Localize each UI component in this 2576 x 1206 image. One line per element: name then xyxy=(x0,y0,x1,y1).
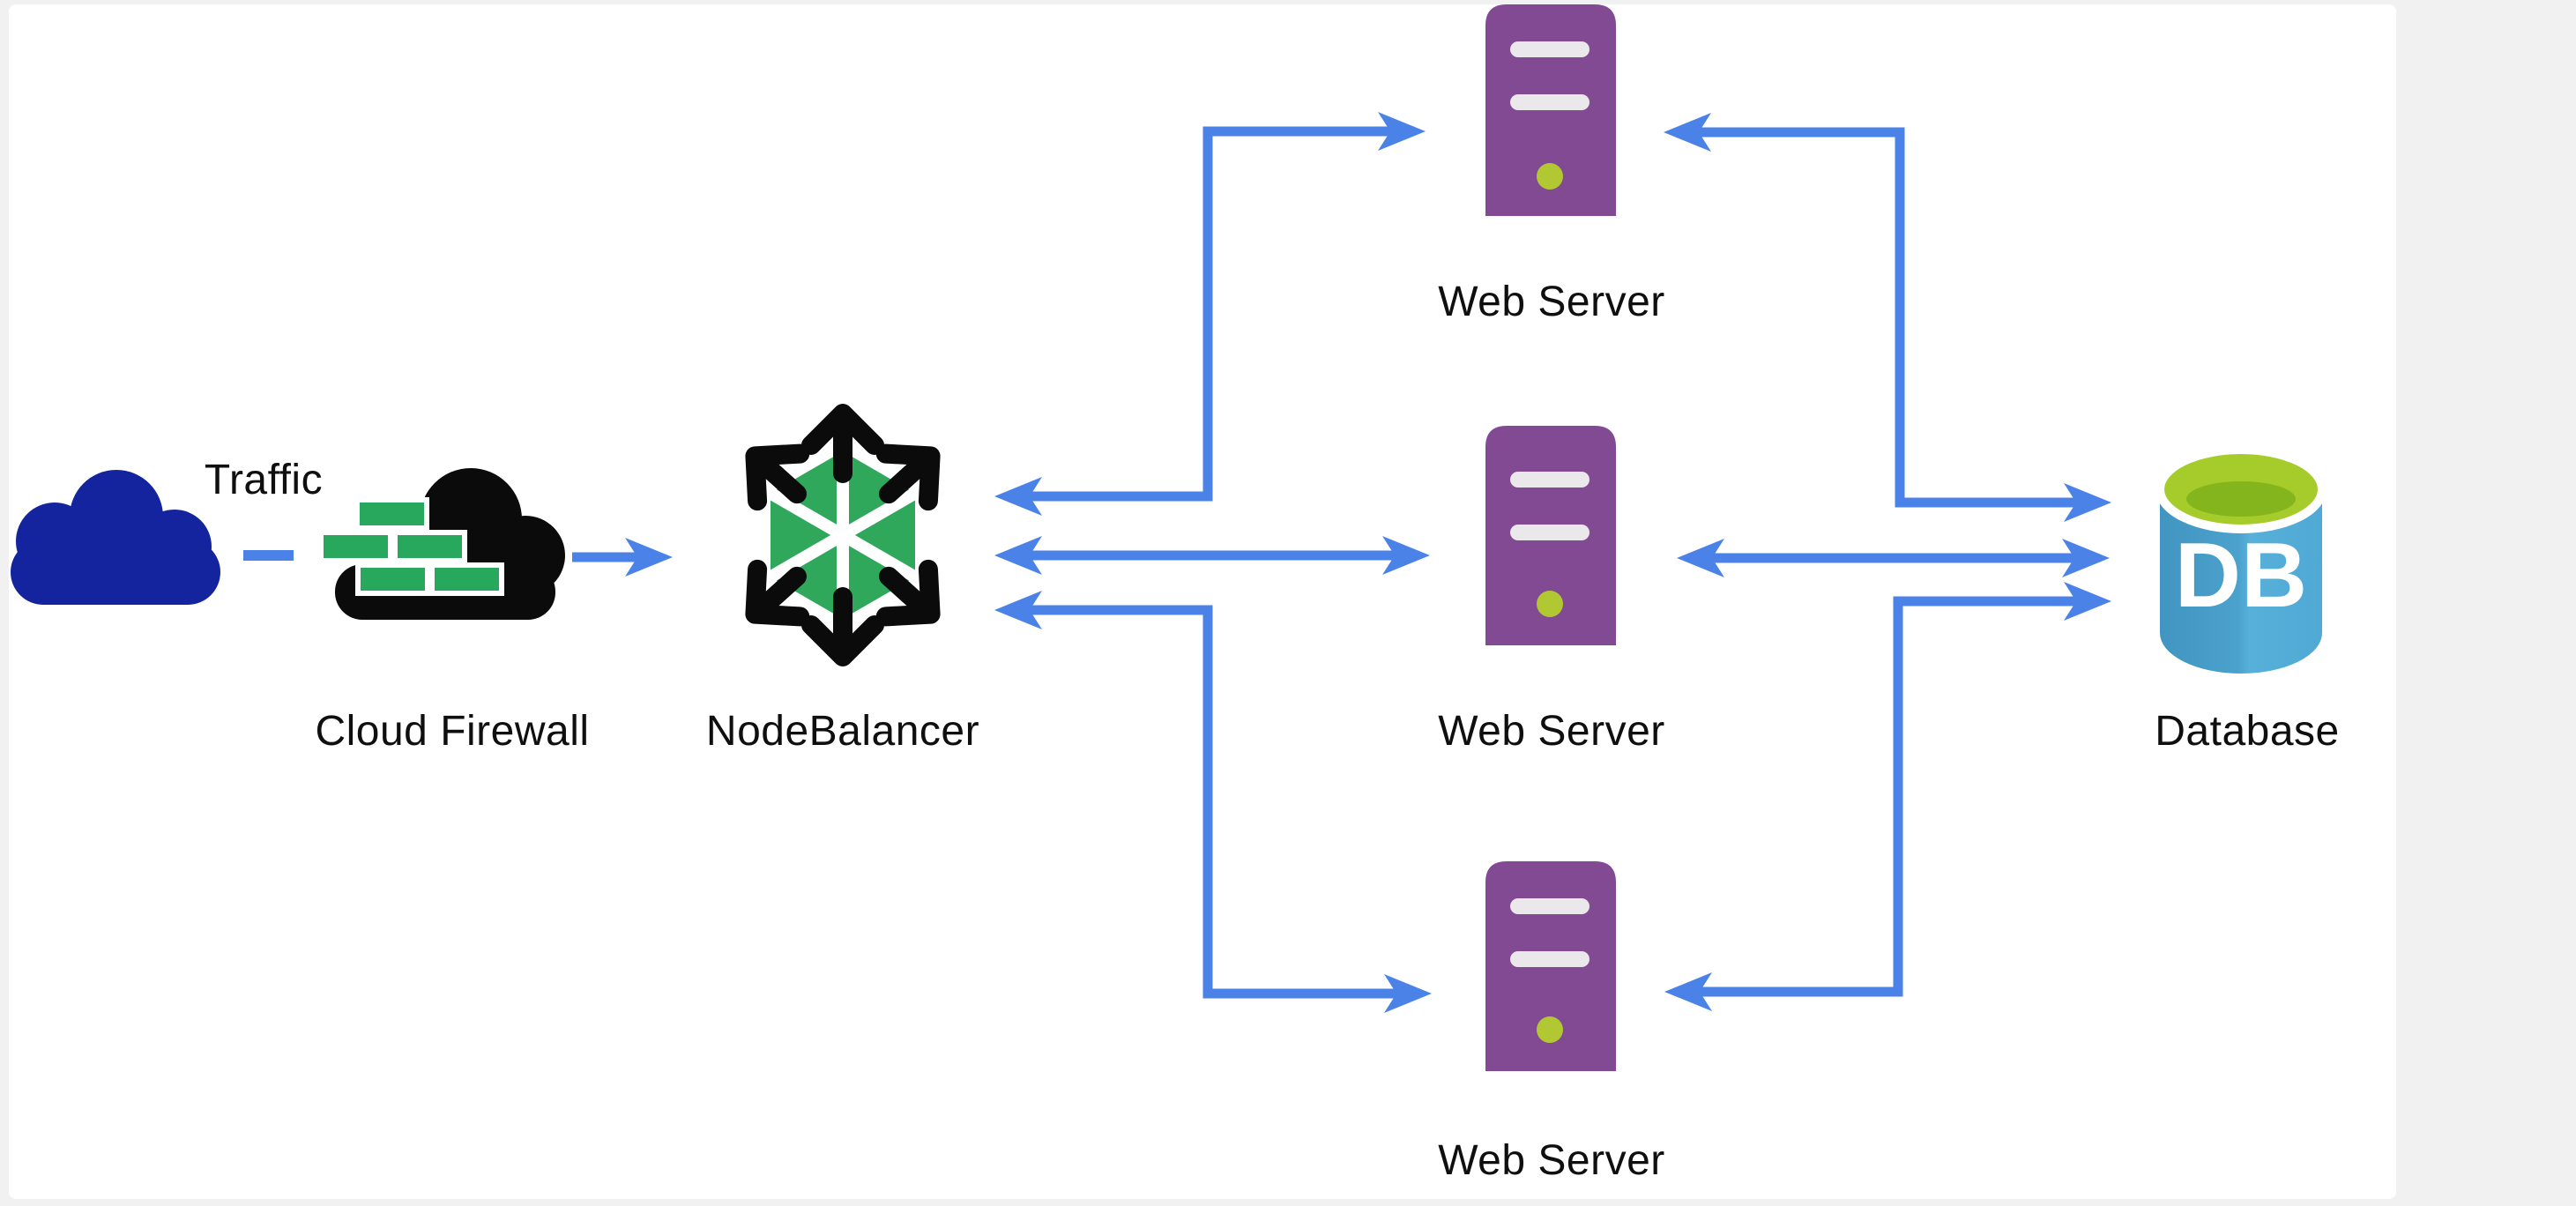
connector-nodebalancer-webserver-top xyxy=(1030,126,1390,502)
connectors xyxy=(243,126,2076,999)
connector-webserver-top-database xyxy=(1699,127,2076,508)
arrowhead-right-icon xyxy=(2062,539,2110,577)
arrowheads xyxy=(625,112,2111,1013)
arrowhead-left-icon xyxy=(1664,972,1712,1011)
arrowhead-right-icon xyxy=(2064,582,2111,621)
firewall-bricks xyxy=(318,497,504,596)
cloud-firewall-label: Cloud Firewall xyxy=(315,708,590,755)
arrowhead-right-icon xyxy=(1378,112,1426,151)
web-server-bottom-label: Web Server xyxy=(1438,1137,1665,1184)
traffic-cloud-icon xyxy=(11,470,220,605)
nodebalancer-label: NodeBalancer xyxy=(705,708,980,755)
web-server-middle-icon xyxy=(1485,426,1616,645)
cloud-firewall-icon xyxy=(318,468,565,620)
connector-webserver-bottom-database xyxy=(1700,596,2076,997)
web-server-bottom-icon xyxy=(1485,861,1616,1071)
database-badge: DB xyxy=(2175,525,2307,627)
database-label: Database xyxy=(2155,708,2340,755)
connector-nodebalancer-webserver-bottom xyxy=(1030,605,1396,999)
arrowhead-right-icon xyxy=(1384,974,1432,1013)
traffic-label: Traffic xyxy=(204,457,324,503)
arrowhead-left-icon xyxy=(994,536,1042,575)
arrowhead-right-icon xyxy=(625,538,673,577)
arrowhead-right-icon xyxy=(1382,536,1430,575)
web-server-top-icon xyxy=(1485,4,1616,216)
web-server-top-label: Web Server xyxy=(1438,279,1665,325)
arrowhead-left-icon xyxy=(994,477,1042,516)
arrowhead-right-icon xyxy=(2064,483,2111,522)
web-server-middle-label: Web Server xyxy=(1438,708,1665,755)
nodebalancer-hexagon-icon xyxy=(745,404,941,666)
arrowhead-left-icon xyxy=(1677,539,1724,577)
database-cylinder-icon: DB xyxy=(2155,445,2327,674)
arrowhead-left-icon xyxy=(1664,113,1711,152)
arrowhead-left-icon xyxy=(994,591,1042,629)
